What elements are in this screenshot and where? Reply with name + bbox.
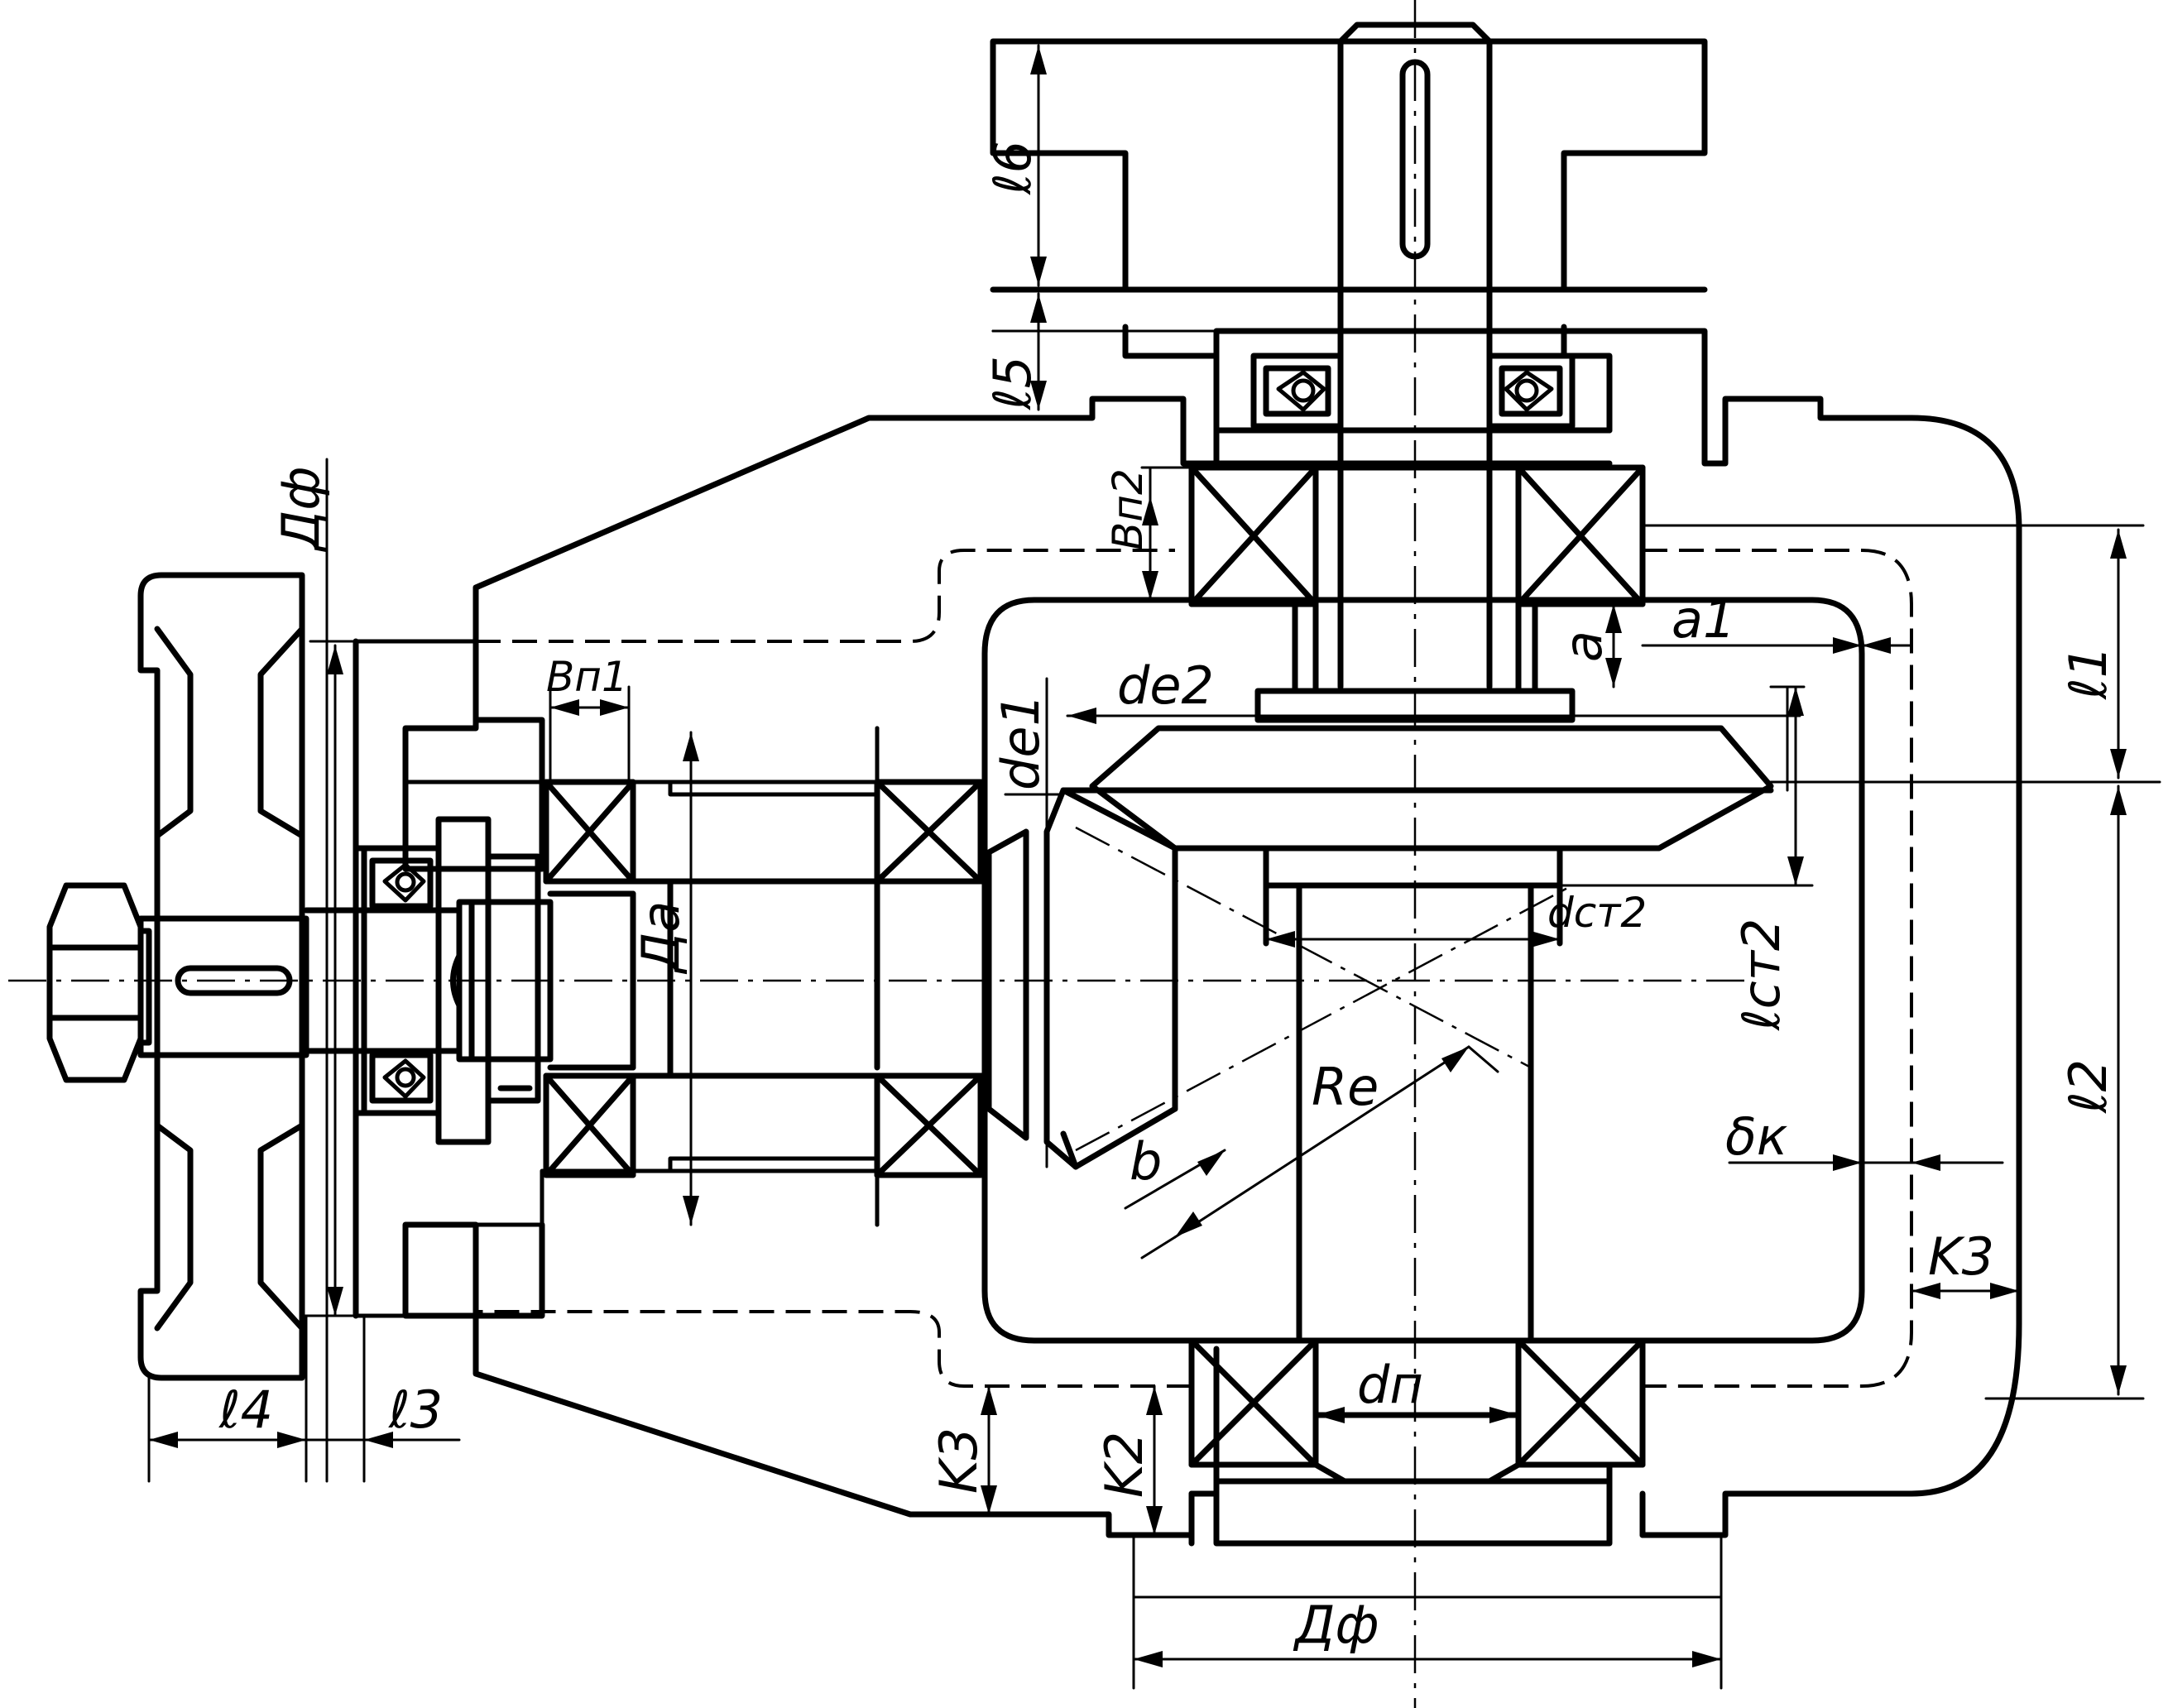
dimension-lines (147, 40, 2161, 1690)
pulley-end-nut (46, 882, 144, 1083)
label-lst2: ℓcт2 (1731, 919, 1791, 1031)
label-bp1: Вп1 (546, 653, 628, 701)
left-seal-lower-detail (382, 1058, 426, 1099)
label-df-bottom: Дф (1293, 1595, 1379, 1655)
left-seal-upper-ring (395, 871, 416, 893)
dim-re (1173, 1045, 1470, 1239)
cone-generatrix-2 (1075, 884, 1573, 1152)
bevel-gear-wheel (1060, 725, 1774, 1344)
horizontal-shaft-assembly (303, 638, 992, 1319)
upper-shaft-assembly (990, 22, 1708, 723)
label-de1: de1 (990, 693, 1051, 790)
label-bp2: Вп2 (1104, 468, 1152, 550)
pinion-back (986, 828, 1029, 1141)
upper-seal-right (1486, 353, 1576, 429)
right-bearing-upper (874, 779, 984, 885)
label-l3: ℓ3 (388, 1379, 443, 1440)
shaft-key-slot-upper (1399, 59, 1431, 260)
left-bearing-lower (543, 1072, 636, 1178)
oil-cavity-dashed-contour (476, 549, 1913, 1388)
left-cover (353, 638, 367, 1319)
upper-seal-right-ring (1514, 378, 1539, 403)
pinion-face-lines (1060, 845, 1178, 1170)
lower-bearing-assembly (1188, 1337, 1646, 1547)
label-re: Re (1312, 1057, 1379, 1117)
label-da: Да (631, 901, 691, 975)
coupling-hub (990, 38, 1708, 293)
label-l4: ℓ4 (218, 1379, 273, 1440)
lower-bearing-right (1515, 1337, 1646, 1468)
label-a1: a1 (1672, 589, 1735, 650)
pulley (46, 572, 309, 1381)
label-k3-bottom: K3 (928, 1427, 989, 1494)
upper-seal-left-detail (1276, 370, 1326, 412)
label-l5: ℓ5 (982, 356, 1043, 410)
cone-generatrix-1 (1075, 826, 1532, 1069)
pulley-key-slot (175, 965, 293, 996)
lower-bearing-left (1188, 1337, 1319, 1468)
left-seal-block (361, 845, 442, 1116)
label-dst2: dcт2 (1547, 889, 1647, 937)
label-k3-right: K3 (1928, 1226, 1994, 1287)
pulley-hub (137, 915, 309, 1058)
labels: ℓ6 ℓ5 Вп2 Дф Вп1 Да de1 de2 a a1 dcт2 ℓc… (218, 141, 2118, 1655)
gear-wheel-bore (1296, 882, 1534, 1344)
left-seal-lower-ring (395, 1067, 416, 1088)
label-a: a (1553, 631, 1614, 662)
label-df-left: Дф (271, 467, 331, 553)
upper-bearing-left (1188, 464, 1319, 607)
shaft-nut (456, 899, 554, 1063)
centerlines (8, 0, 1754, 1708)
label-b: b (1130, 1131, 1162, 1192)
bearing-bore-upper (668, 726, 880, 797)
label-dk: δк (1725, 1106, 1788, 1167)
bearing-bore-lower (668, 1156, 880, 1227)
pulley-web-lower (154, 1122, 305, 1331)
left-seal-upper-detail (382, 862, 426, 903)
gear-hub (1254, 688, 1576, 723)
left-seal-upper (369, 857, 434, 909)
upper-bearing-right (1515, 464, 1646, 607)
horizontal-shaft-steps (547, 878, 880, 1079)
shaft-step-left (303, 907, 463, 1054)
left-seal-lower (369, 1052, 434, 1104)
inner-cavity-wall (981, 597, 1865, 1344)
label-l6: ℓ6 (982, 141, 1043, 195)
bevel-pinion (986, 787, 1178, 1170)
label-dp: dп (1357, 1355, 1423, 1415)
housing-top-contour (472, 328, 2022, 1538)
label-l2: ℓ2 (2058, 1059, 2118, 1114)
label-k2: K2 (1094, 1432, 1154, 1498)
horizontal-shaft-body (630, 878, 992, 1079)
label-de2: de2 (1117, 655, 1214, 716)
pulley-rim (137, 572, 305, 1381)
upper-bearing-spacer (1292, 464, 1538, 694)
upper-seal-right-detail (1504, 370, 1554, 412)
pulley-shaft-ext (137, 928, 152, 1046)
label-l1: ℓ1 (2058, 645, 2118, 700)
lock-washer (485, 853, 541, 1104)
pinion-teeth (1043, 787, 1178, 1170)
housing-left-step-bottom (353, 1168, 880, 1318)
right-bearing-lower (874, 1072, 984, 1178)
lower-cap (1188, 1461, 1646, 1547)
upper-bearing-cup (1213, 427, 1613, 467)
upper-seal-left-ring (1291, 378, 1316, 403)
upper-seal-left (1250, 353, 1344, 429)
left-bearing-upper (543, 779, 636, 885)
gear-wheel-web (1263, 845, 1563, 947)
pulley-web-upper (154, 626, 305, 839)
